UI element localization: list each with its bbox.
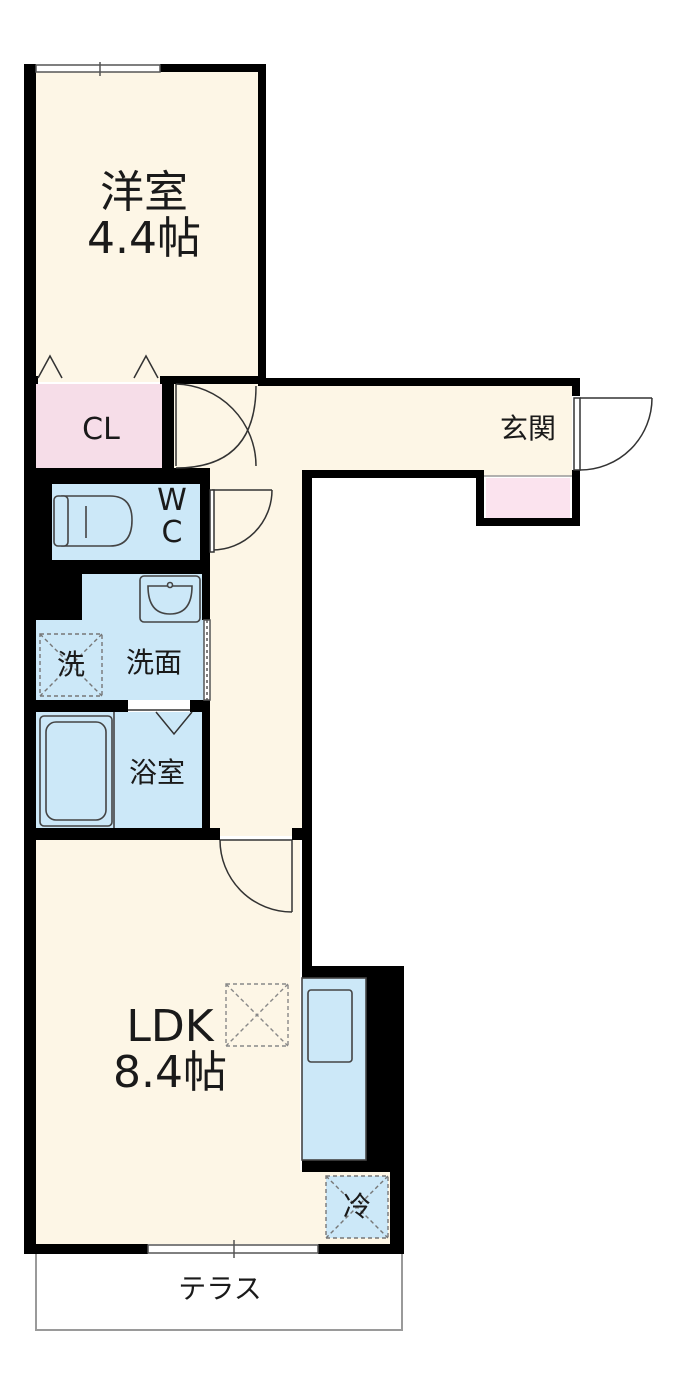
sliding-door-icon	[203, 619, 211, 701]
ldk-label: LDK 8.4帖	[90, 1001, 250, 1099]
toilet-label: W C	[150, 485, 194, 548]
toilet-icon	[53, 495, 133, 547]
ldk-name: LDK	[126, 1001, 214, 1052]
toilet-label-c: C	[161, 514, 183, 550]
bathroom-label: 浴室	[128, 756, 185, 789]
western-room-size: 4.4帖	[87, 213, 201, 265]
washer-label: 洗	[56, 648, 85, 681]
entrance-label: 玄関	[499, 412, 556, 445]
western-room-label: 洋室 4.4帖	[64, 167, 224, 265]
closet-floor	[36, 384, 162, 470]
entrance-mat	[486, 478, 570, 518]
terrace-label: テラス	[178, 1272, 262, 1305]
ldk-floor	[36, 840, 300, 1244]
washer-space-icon	[39, 633, 103, 697]
kitchen-counter-icon	[301, 977, 367, 1161]
closet-label: CL	[82, 412, 120, 447]
hallway-floor-vertical	[208, 470, 304, 836]
western-room-floor	[36, 72, 258, 382]
terrace-floor	[35, 1249, 403, 1331]
ceiling-storage-icon	[225, 983, 289, 1047]
western-room-name: 洋室	[100, 167, 188, 218]
washroom-label: 洗面	[125, 646, 182, 679]
bathtub-icon	[39, 712, 115, 828]
door-swing-icon	[37, 354, 653, 913]
toilet-label-w: W	[157, 483, 187, 518]
walls	[24, 64, 580, 1254]
entrance-floor	[484, 384, 572, 476]
window-icon	[35, 62, 319, 1258]
fridge-label: 冷	[342, 1190, 371, 1223]
sink-icon	[139, 575, 201, 623]
hallway-floor	[168, 384, 484, 470]
fridge-space-icon	[325, 1175, 389, 1239]
ldk-size: 8.4帖	[113, 1047, 227, 1099]
